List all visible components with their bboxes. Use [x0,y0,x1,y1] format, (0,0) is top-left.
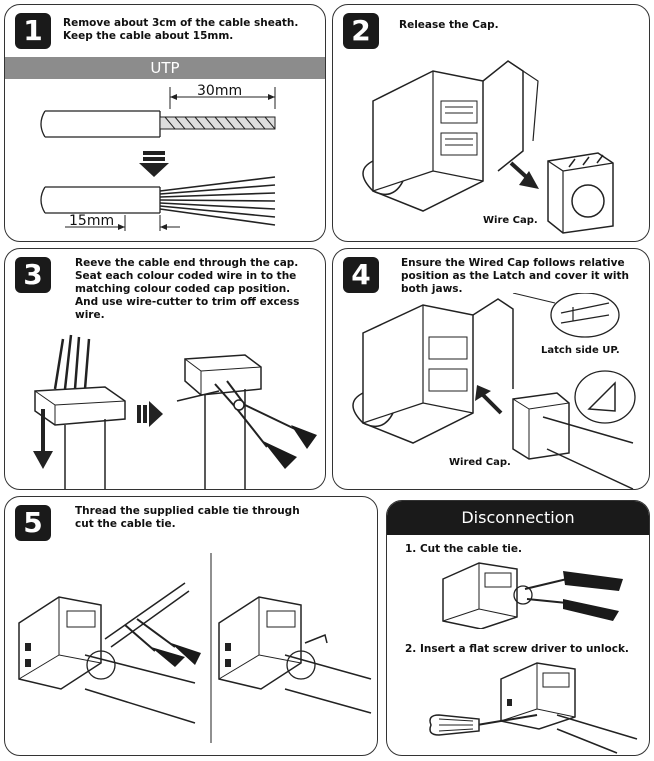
disconnection-title: Disconnection [387,501,649,535]
step5-cable-tie-illustration [18,553,372,743]
disconnection-cut-illustration [442,562,623,629]
step4-wired-cap-illustration: Latch side UP. Wired Cap. [352,293,636,489]
step2-instructions: Release the Cap. [399,19,499,31]
step5-panel: 5 Thread the supplied cable tie through … [4,496,378,756]
utp-banner: UTP [5,57,325,79]
step5-number: 5 [15,505,51,541]
step4-instructions: Ensure the Wired Cap follows relative po… [401,257,629,295]
step2-keystone-illustration: Wire Cap. [362,60,614,234]
step1-cable-illustration: 30mm 15mm [40,83,276,231]
step2-panel: 2 Release the Cap. Wire Cap. [332,4,650,242]
step5-instructions: Thread the supplied cable tie through cu… [75,505,300,530]
disconnection-panel: Disconnection 1. Cut the cable tie. 2. I… [386,500,650,756]
dim-30mm: 30mm [197,83,242,99]
latch-side-up-label: Latch side UP. [541,345,620,356]
disconnection-step-1: 1. Cut the cable tie. [405,543,523,555]
dim-15mm: 15mm [69,213,114,229]
step1-panel: 1 Remove about 3cm of the cable sheath. … [4,4,326,242]
step3-number: 3 [15,257,51,293]
wired-cap-label: Wired Cap. [449,457,511,468]
step1-instructions: Remove about 3cm of the cable sheath. Ke… [63,17,299,42]
disconnection-screwdriver-illustration [429,662,638,754]
disconnection-step-2: 2. Insert a flat screw driver to unlock. [405,643,629,655]
step3-cap-illustration [33,334,317,489]
step3-panel: 3 Reeve the cable end through the cap. S… [4,248,326,490]
step4-number: 4 [343,257,379,293]
wire-cap-label: Wire Cap. [483,215,538,226]
step1-number: 1 [15,13,51,49]
step4-panel: 4 Ensure the Wired Cap follows relative … [332,248,650,490]
step3-instructions: Reeve the cable end through the cap. Sea… [75,257,300,321]
step2-number: 2 [343,13,379,49]
